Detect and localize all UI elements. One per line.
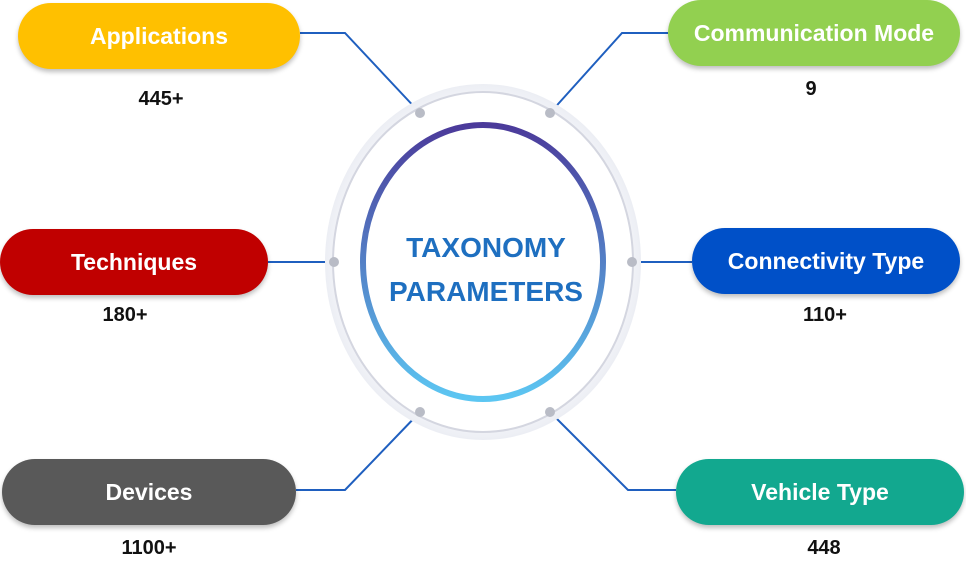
center-title-line-1: TAXONOMY: [406, 232, 566, 263]
connector-applications: [300, 32, 421, 114]
dot-devices: [415, 407, 425, 417]
connector-lines: [268, 32, 692, 491]
node-devices-label: Devices: [105, 478, 193, 505]
dot-applications: [415, 108, 425, 118]
node-applications: Applications: [18, 3, 300, 69]
center-title: TAXONOMY PARAMETERS: [376, 226, 596, 314]
node-applications-label: Applications: [89, 22, 228, 49]
node-techniques-label: Techniques: [70, 248, 198, 275]
dot-connectivity-type: [627, 257, 637, 267]
dot-communication-mode: [545, 108, 555, 118]
node-connectivity-type-count: 110+: [803, 304, 847, 326]
connector-communication-mode: [549, 32, 668, 114]
center-circle: [325, 84, 641, 440]
dot-techniques: [329, 257, 339, 267]
node-devices: Devices: [2, 459, 296, 525]
node-communication-mode: Communication Mode: [668, 0, 960, 66]
node-communication-mode-label: Communication Mode: [693, 19, 935, 46]
connector-vehicle-type: [549, 411, 676, 491]
node-techniques-count: 180+: [102, 304, 148, 326]
connector-devices: [296, 411, 421, 491]
node-vehicle-type-label: Vehicle Type: [751, 478, 889, 505]
node-vehicle-type-count: 448: [807, 537, 841, 559]
node-applications-count: 445+: [138, 88, 184, 110]
node-vehicle-type: Vehicle Type: [676, 459, 964, 525]
node-communication-mode-count: 9: [805, 78, 817, 100]
node-connectivity-type: Connectivity Type: [692, 228, 960, 294]
center-title-line-2: PARAMETERS: [389, 276, 583, 307]
node-devices-count: 1100+: [121, 537, 177, 559]
node-techniques: Techniques: [0, 229, 268, 295]
node-connectivity-type-label: Connectivity Type: [727, 247, 925, 274]
connector-dots: [329, 108, 637, 417]
dot-vehicle-type: [545, 407, 555, 417]
